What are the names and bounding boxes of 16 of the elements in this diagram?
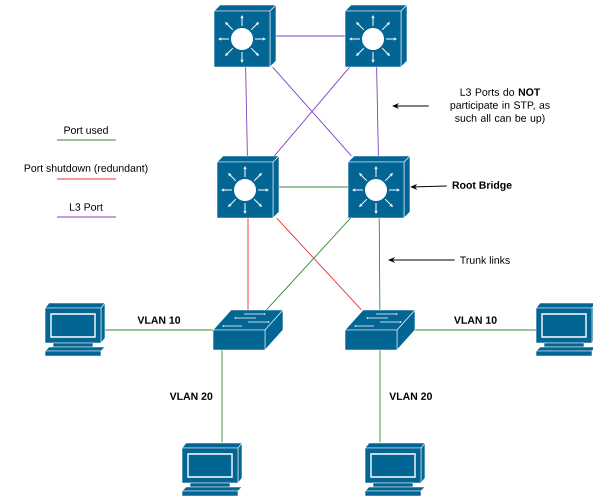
edge-label: VLAN 10 [452,315,498,325]
callout-text: Trunk links [460,256,510,264]
legend-label: Port used [64,126,108,134]
connection-line [266,218,351,310]
connection-line [245,66,248,156]
edge-label: VLAN 10 [136,315,182,325]
connection-line [378,218,380,310]
connection-line [376,66,379,156]
legend-label: L3 Port [70,203,103,211]
connection-line [276,218,362,310]
edge-label: VLAN 20 [388,392,434,401]
legend-label: Port shutdown (redundant) [24,164,148,174]
connection-line [278,186,348,188]
note-text: L3 Ports do NOT participate in STP, as such all can be up) [450,88,550,124]
edge-label: VLAN 20 [168,392,214,401]
callout-text: Root Bridge [452,181,512,191]
